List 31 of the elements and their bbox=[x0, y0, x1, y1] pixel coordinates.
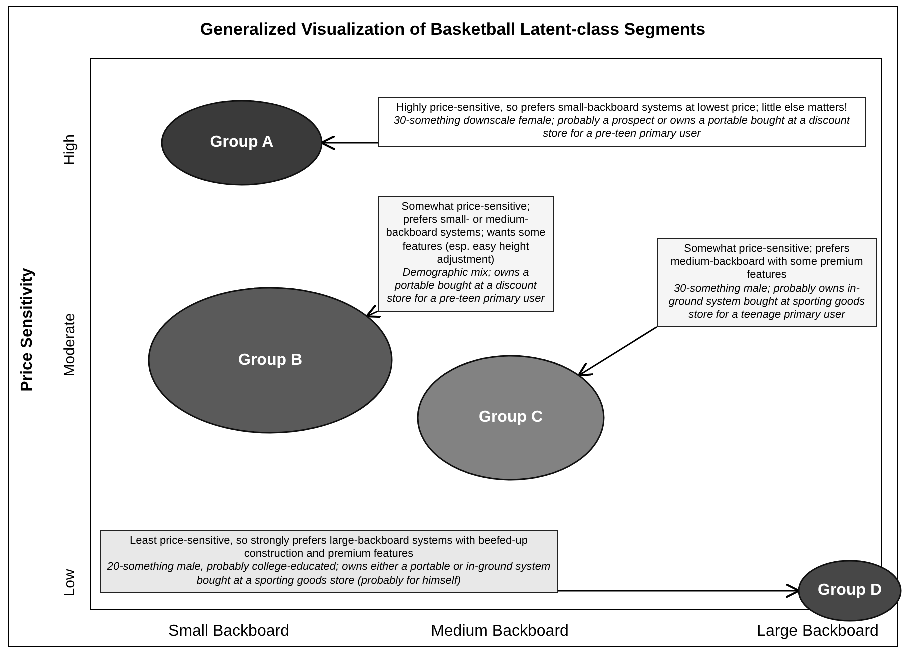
arrow bbox=[320, 135, 378, 151]
axis-title: Price Sensitivity bbox=[19, 268, 37, 392]
axis-label: Moderate bbox=[62, 313, 78, 377]
group-ellipse bbox=[798, 560, 902, 622]
axis-label: Small Backboard bbox=[168, 623, 290, 641]
segment-description: Somewhat price-sensitive; prefers medium-backboard with some premium features bbox=[670, 243, 864, 283]
group-label: Group A bbox=[210, 134, 274, 152]
segment-description: Somewhat price-sensitive; prefers small- or medium-backboard systems; wants some features (esp. easy height adjustment) bbox=[385, 201, 547, 267]
axis-label: High bbox=[62, 134, 78, 166]
group-label: Group B bbox=[238, 352, 302, 370]
callout-box bbox=[378, 196, 554, 312]
group-label: Group D bbox=[818, 582, 882, 600]
axis-label: Low bbox=[62, 569, 78, 597]
callout-box bbox=[657, 238, 877, 328]
demographic-note: 20-something male, probably college-educated; owns either a portable or in-ground system bought at a sporting goods store (probably for himself) bbox=[106, 561, 552, 588]
callout-box bbox=[378, 97, 866, 147]
arrow bbox=[558, 583, 800, 599]
group-label: Group C bbox=[479, 409, 543, 427]
arrow bbox=[366, 304, 383, 318]
diagram-title: Generalized Visualization of Basketball Latent-class Segments bbox=[199, 20, 707, 40]
axis-label: Medium Backboard bbox=[431, 623, 569, 641]
group-ellipse bbox=[161, 100, 323, 186]
demographic-note: Demographic mix; owns a portable bought at a discount store for a pre-teen primary user bbox=[386, 266, 546, 306]
arrow bbox=[578, 326, 658, 377]
axis-label: Large Backboard bbox=[757, 623, 879, 641]
demographic-note: 30-something male; probably owns in-ground system bought at sporting goods store for a teenage primary user bbox=[668, 282, 866, 322]
callout-box bbox=[100, 530, 558, 593]
segment-description: Highly price-sensitive, so prefers small-backboard systems at lowest price; little else matters! bbox=[395, 102, 849, 116]
demographic-note: 30-something downscale female; probably a prospect or owns a portable bought at a discount store for a pre-teen primary user bbox=[392, 115, 852, 142]
segment-description: Least price-sensitive, so strongly prefers large-backboard systems with beefed-up construction and premium features bbox=[128, 535, 530, 562]
group-ellipse bbox=[417, 355, 605, 481]
